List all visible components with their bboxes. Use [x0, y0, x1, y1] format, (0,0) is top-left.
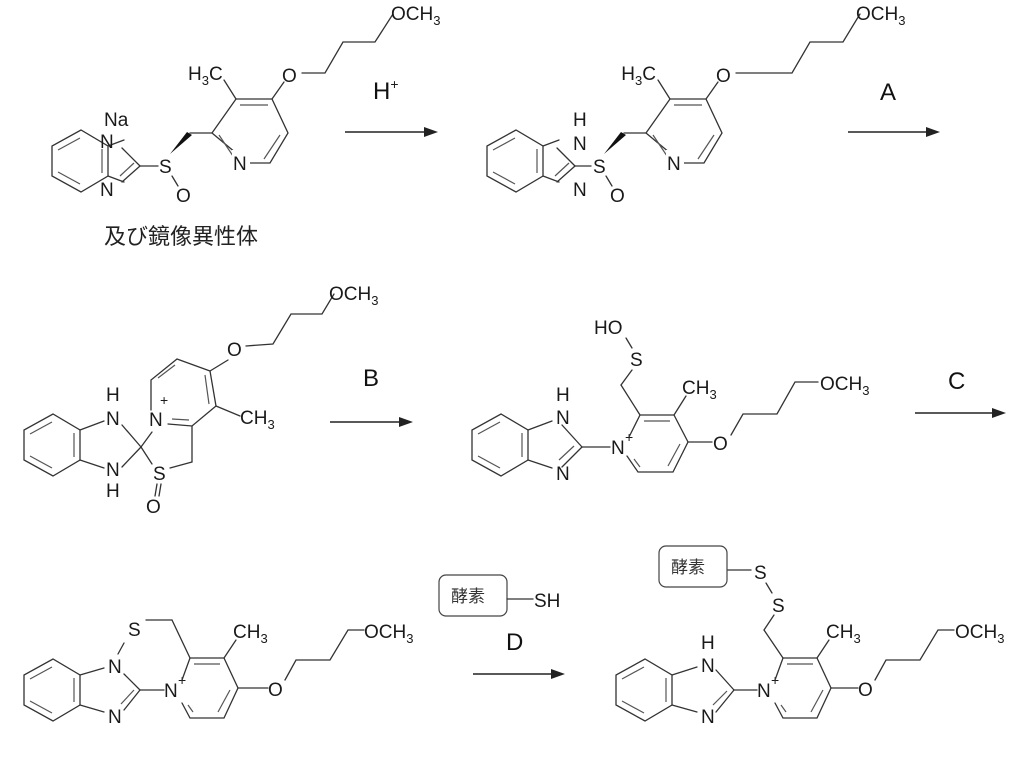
atom-n-plus: N — [164, 681, 178, 702]
atom-n: N — [100, 180, 114, 201]
atom-h: H — [106, 385, 120, 406]
atom-h: H — [573, 110, 587, 131]
reagent-h-plus: H+ — [373, 76, 399, 105]
atom-och3: OCH3 — [364, 622, 413, 646]
atom-s: S — [630, 350, 643, 371]
atom-h3c: H3C — [621, 64, 656, 88]
atom-n: N — [556, 464, 570, 485]
reagent-d: D — [506, 629, 523, 656]
thiol-group: SH — [534, 591, 560, 612]
reagent-c: C — [948, 368, 965, 395]
atom-s: S — [153, 464, 166, 485]
atom-s: S — [159, 157, 172, 178]
atom-o: O — [176, 186, 191, 207]
atom-n: N — [573, 134, 587, 155]
reaction-arrow-1: H+ — [345, 76, 438, 137]
atom-och3: OCH3 — [955, 622, 1004, 646]
atom-och3: OCH3 — [329, 284, 378, 308]
atom-och3: OCH3 — [391, 4, 440, 28]
atom-n: N — [233, 154, 247, 175]
atom-n-plus: N — [611, 438, 625, 459]
atom-n: N — [573, 180, 587, 201]
atom-s: S — [593, 157, 606, 178]
atom-n: N — [106, 409, 120, 430]
enantiomer-note: 及び鏡像異性体 — [104, 225, 258, 250]
reaction-arrow-d: 酵素 SH D — [438, 574, 565, 679]
molecule-3-spiro-intermediate: H N N H N + S O CH3 O OCH3 — [23, 284, 378, 518]
atom-o: O — [268, 680, 283, 701]
atom-n: N — [701, 656, 715, 677]
reaction-arrow-a: A — [848, 79, 940, 137]
atom-n: N — [701, 707, 715, 728]
atom-och3: OCH3 — [856, 4, 905, 28]
atom-o: O — [227, 340, 242, 361]
reagent-a: A — [880, 79, 896, 106]
atom-o: O — [282, 66, 297, 87]
atom-ch3: CH3 — [240, 408, 275, 432]
atom-ch3: CH3 — [233, 622, 268, 646]
molecule-5-sulfenamide: N N S N + CH3 O OCH3 — [23, 619, 413, 728]
atom-n-plus: N — [149, 410, 163, 431]
enzyme-label: 酵素 — [451, 587, 485, 607]
enzyme-box — [438, 574, 508, 617]
atom-s: S — [772, 596, 785, 617]
reaction-arrow-c: C — [915, 368, 1006, 418]
atom-n: N — [556, 408, 570, 429]
atom-n: N — [667, 154, 681, 175]
atom-ch3: CH3 — [826, 622, 861, 646]
atom-o: O — [146, 497, 161, 518]
atom-na: Na — [104, 110, 129, 131]
atom-n: N — [100, 132, 114, 153]
atom-och3: OCH3 — [820, 374, 869, 398]
atom-h: H — [106, 481, 120, 502]
atom-ho: HO — [594, 318, 623, 339]
atom-o: O — [713, 434, 728, 455]
reaction-arrow-b: B — [330, 365, 413, 427]
reagent-b: B — [363, 365, 379, 392]
charge-plus: + — [160, 392, 168, 408]
atom-h: H — [556, 385, 570, 406]
atom-s: S — [128, 620, 141, 641]
atom-h3c: H3C — [188, 64, 223, 88]
atom-n-plus: N — [757, 681, 771, 702]
atom-o: O — [610, 186, 625, 207]
atom-ch3: CH3 — [682, 378, 717, 402]
enzyme-label: 酵素 — [671, 558, 705, 578]
molecule-6-enzyme-disulfide: H N N N + S S 酵素 CH3 O OCH3 — [615, 545, 1004, 728]
atom-n: N — [106, 460, 120, 481]
molecule-4-sulfenic-acid: H N N N + S HO CH3 O OCH3 — [471, 318, 869, 485]
atom-o: O — [858, 680, 873, 701]
atom-n: N — [108, 707, 122, 728]
atom-h: H — [701, 633, 715, 654]
atom-n: N — [108, 657, 122, 678]
enzyme-box — [658, 545, 728, 588]
atom-o: O — [716, 66, 731, 87]
molecule-1-sodium-salt: N Na N S O N H3C O OCH3 及び鏡像異性体 — [51, 4, 440, 250]
molecule-2-rabeprazole: H N N S O N H3C O OCH3 — [486, 4, 905, 207]
atom-s: S — [754, 563, 767, 584]
